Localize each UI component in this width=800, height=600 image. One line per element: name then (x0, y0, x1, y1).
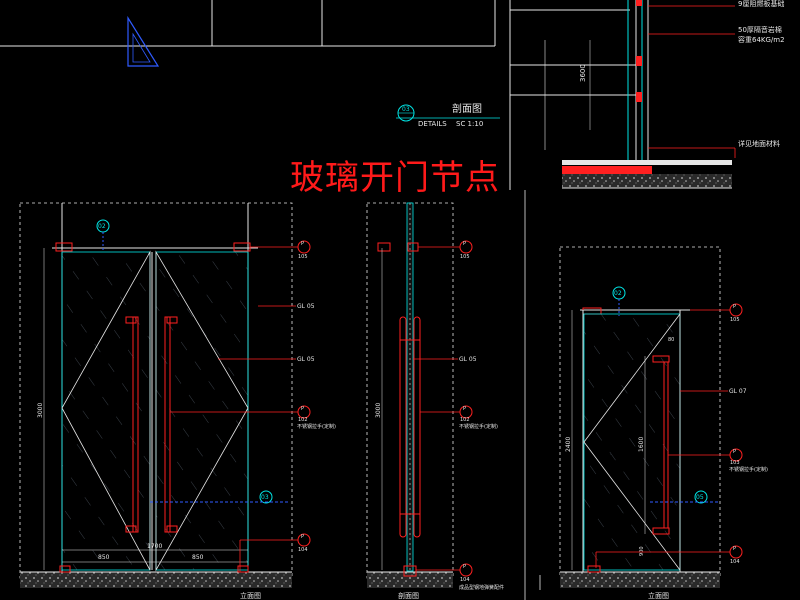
left-callout-4-note: 不锈钢拉手(定制) (297, 423, 336, 430)
middle-section: 3000 P 105 GL 05 P 102 不锈钢拉手(定制) P 104 成… (366, 190, 541, 600)
right-dimension-small: 80 (668, 337, 674, 343)
right-dimension-height: 2400 (565, 437, 572, 452)
right-dimension-bottom: 900 (639, 546, 645, 556)
right-section-mark-05: 05 (696, 494, 704, 501)
left-elevation: 3000 1700 850 850 02 03 P 105 GL 05 GL 0… (19, 202, 336, 600)
right-callout-4-symbol: P (733, 546, 736, 552)
section-note-2: 50厚隔音岩棉 (738, 25, 782, 34)
left-callout-1-symbol: P (301, 241, 304, 247)
section-scale: SC 1:10 (456, 120, 483, 128)
left-callout-2-code: GL 05 (297, 303, 315, 310)
left-dimension-left: 850 (98, 554, 110, 561)
section-badge-label: DETAILS (418, 120, 447, 128)
left-callout-5-code: 104 (298, 547, 308, 553)
middle-callout-4-note: 成品型钢地弹簧配件 (459, 584, 504, 591)
right-callout-4-code: 104 (730, 559, 740, 565)
top-left-fragment (0, 0, 496, 67)
right-elevation: 2400 1600 80 900 02 05 P 105 GL 07 P 103… (559, 246, 768, 600)
section-note-1: 9厘阻燃板基础 (738, 0, 784, 8)
left-callout-1-code: 105 (298, 254, 308, 260)
right-callout-2-code: GL 07 (729, 388, 747, 395)
left-callout-3-code: GL 05 (297, 356, 315, 363)
drawing-title: 玻璃开门节点 (290, 158, 500, 198)
section-badge-number: 03 (402, 106, 410, 113)
section-note-3: 容重64KG/m2 (738, 35, 785, 44)
left-dimension-height: 3000 (37, 403, 44, 418)
left-dimension-total: 1700 (147, 543, 162, 550)
section-dimension-height: 3600 (579, 64, 587, 82)
right-callout-3-code: 103 (730, 460, 740, 466)
left-callout-4-code: 102 (298, 417, 308, 423)
middle-callout-4-symbol: P (463, 564, 466, 570)
middle-callout-3-symbol: P (463, 406, 466, 412)
section-title-block: 03 DETAILS 剖面图 SC 1:10 (396, 102, 500, 128)
left-view-label: 立面图 (240, 591, 261, 600)
right-section-mark-02: 02 (614, 290, 622, 297)
section-title: 剖面图 (452, 102, 482, 115)
right-callout-1-symbol: P (733, 304, 736, 310)
middle-callout-4-code: 104 (460, 577, 470, 583)
middle-callout-3-code: 102 (460, 417, 470, 423)
middle-callout-1-code: 105 (460, 254, 470, 260)
section-detail: 9厘阻燃板基础 50厚隔音岩棉 容重64KG/m2 详见地面材料 3600 (509, 0, 785, 190)
right-dimension-handle: 1600 (638, 437, 645, 452)
left-callout-4-symbol: P (301, 406, 304, 412)
middle-callout-1-symbol: P (463, 241, 466, 247)
right-callout-3-symbol: P (733, 449, 736, 455)
middle-dimension-height: 3000 (375, 403, 382, 418)
middle-view-label: 剖面图 (398, 591, 419, 600)
right-callout-3-note: 不锈钢拉手(定制) (729, 466, 768, 473)
middle-callout-2-code: GL 05 (459, 356, 477, 363)
middle-callout-3-note: 不锈钢拉手(定制) (459, 423, 498, 430)
right-callout-1-code: 105 (730, 317, 740, 323)
left-section-mark-03: 03 (261, 494, 269, 501)
left-dimension-right: 850 (192, 554, 204, 561)
left-section-mark-02: 02 (98, 223, 106, 230)
right-view-label: 立面图 (648, 591, 669, 600)
section-note-4: 详见地面材料 (738, 139, 780, 148)
left-callout-5-symbol: P (301, 534, 304, 540)
